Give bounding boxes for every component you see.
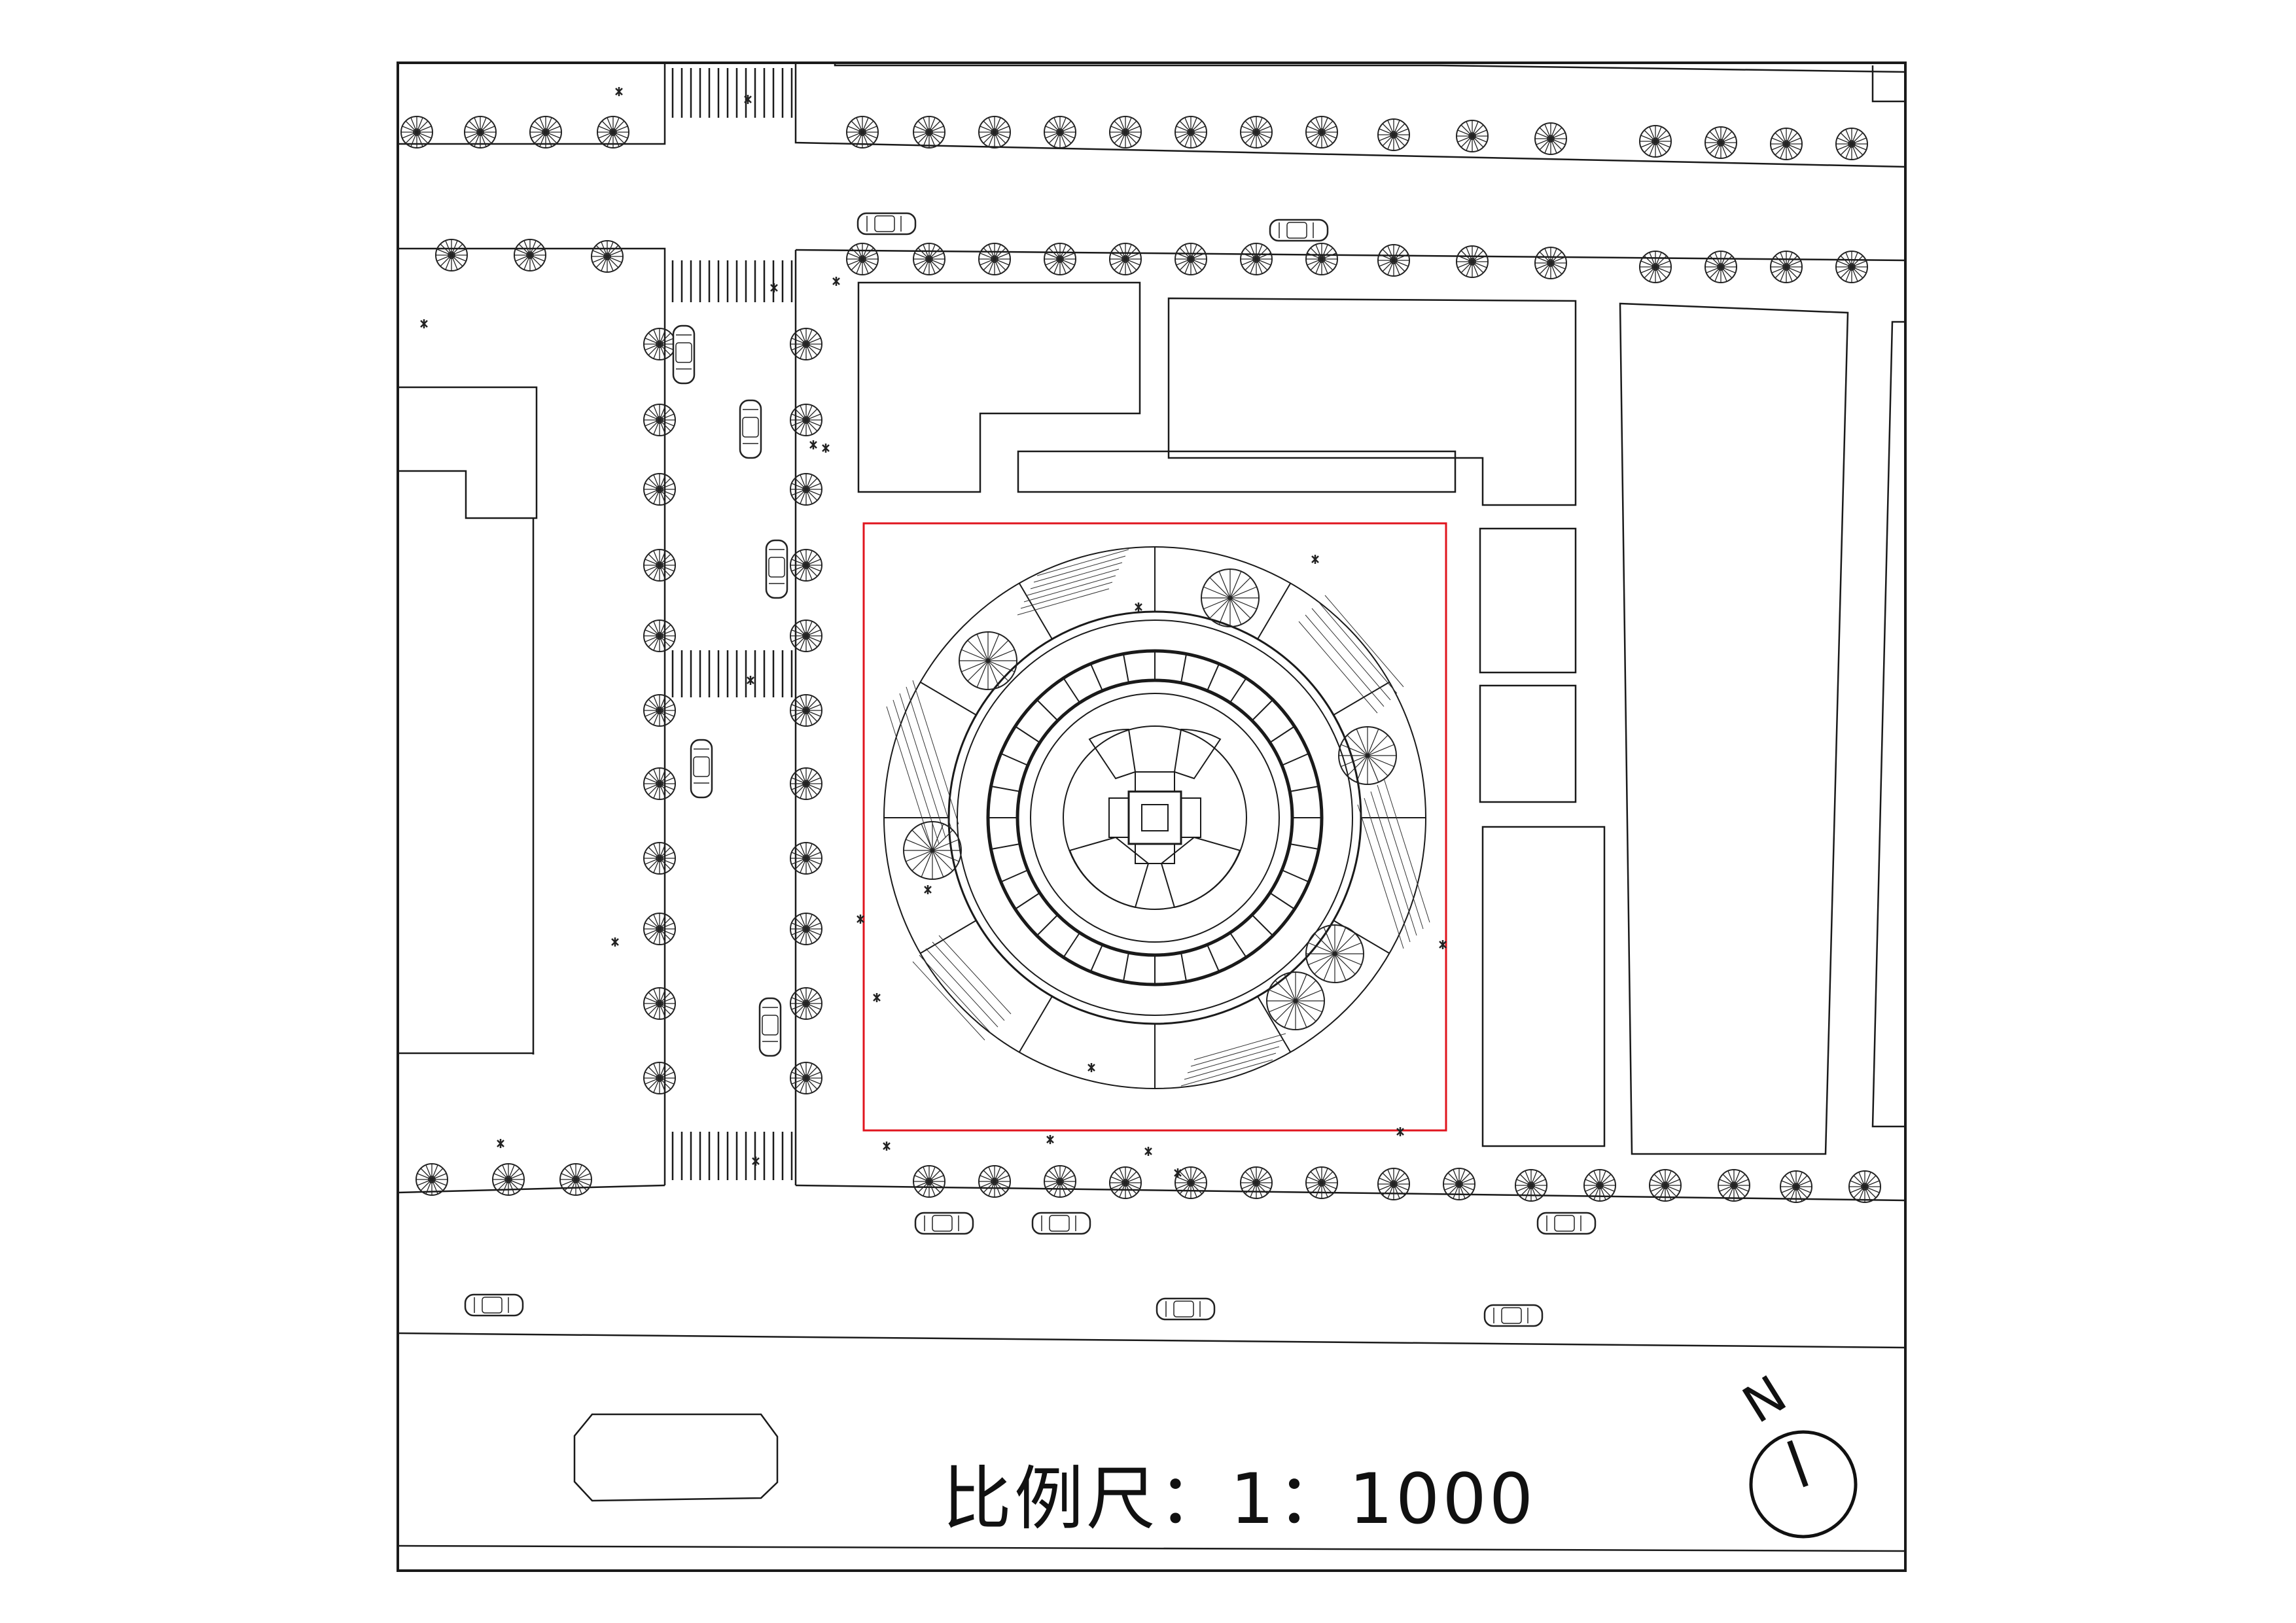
site-trees: [903, 568, 1397, 1030]
drawing-frame: [397, 61, 1907, 1572]
north-arrow-icon: [1749, 1430, 1858, 1539]
building-footprints: [398, 281, 1905, 1502]
scale-label: 比例尺：1：1000: [942, 1459, 1536, 1539]
vehicles: [464, 212, 1597, 1327]
road-lines: [397, 63, 1906, 1552]
crosswalks: [671, 68, 793, 1180]
circular-building: [883, 546, 1430, 1089]
street-trees: [400, 116, 1881, 1203]
site-boundary: [862, 522, 1447, 1132]
